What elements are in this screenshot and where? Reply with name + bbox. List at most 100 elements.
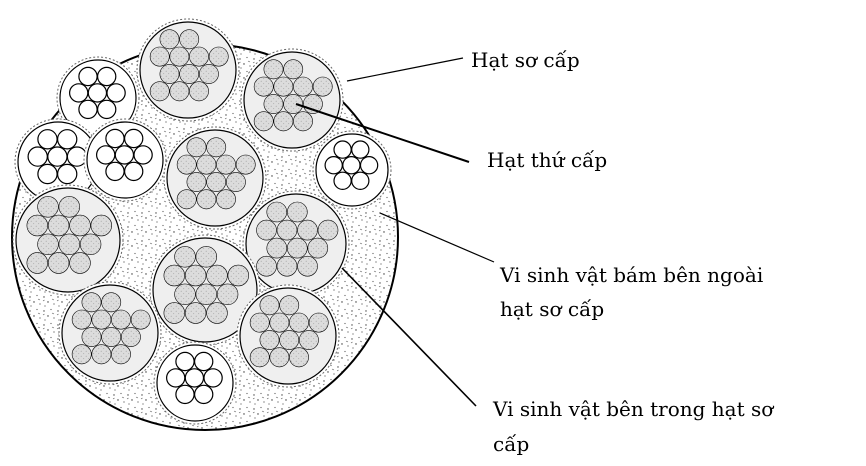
grain — [289, 348, 308, 367]
grain — [309, 313, 328, 332]
grain — [195, 385, 213, 403]
grain — [289, 313, 308, 332]
grain — [195, 352, 213, 370]
grain — [160, 64, 179, 83]
grain — [185, 369, 203, 387]
grain — [254, 77, 273, 96]
primary-particle — [313, 131, 391, 209]
grain — [299, 330, 318, 349]
grain — [80, 234, 101, 255]
grain — [79, 100, 97, 118]
grain — [361, 157, 378, 174]
grain — [38, 130, 57, 149]
grain — [270, 313, 289, 332]
grain — [177, 155, 196, 174]
grain — [70, 215, 91, 236]
grain — [79, 67, 97, 85]
grain — [88, 84, 106, 102]
grain — [38, 196, 59, 217]
primary-particle — [164, 127, 266, 229]
primary-particle — [237, 285, 339, 387]
grain — [334, 141, 351, 158]
label-primary-particle: Hạt sơ cấp — [471, 48, 580, 72]
grain — [180, 64, 199, 83]
grain — [28, 147, 47, 166]
grain — [106, 129, 124, 147]
grain — [284, 94, 303, 113]
grain — [264, 60, 283, 79]
grain — [274, 77, 293, 96]
label-secondary-particle: Hạt thứ cấp — [487, 148, 607, 172]
grain — [277, 220, 297, 240]
grain — [254, 112, 273, 131]
primary-particle — [241, 49, 343, 151]
grain — [334, 172, 351, 189]
grain — [274, 112, 293, 131]
grain — [82, 327, 101, 346]
grain — [38, 234, 59, 255]
primary-particle — [59, 282, 161, 384]
grain — [318, 220, 338, 240]
grain — [48, 215, 69, 236]
grain — [167, 369, 185, 387]
grain — [204, 369, 222, 387]
grain — [170, 47, 189, 66]
grain — [209, 47, 228, 66]
grain — [189, 82, 208, 101]
leader-line-primary-particle — [347, 58, 463, 81]
grain — [176, 385, 194, 403]
grain — [27, 253, 48, 274]
grain — [284, 60, 303, 79]
grain — [280, 296, 299, 315]
grain — [197, 190, 216, 209]
grain — [27, 215, 48, 236]
grain — [187, 138, 206, 157]
grain — [70, 84, 88, 102]
primary-particle — [154, 342, 236, 424]
grain — [150, 82, 169, 101]
grain — [72, 345, 91, 364]
grain — [91, 215, 112, 236]
grain — [260, 330, 279, 349]
grain — [287, 238, 307, 258]
grain — [207, 303, 228, 324]
grain — [175, 284, 196, 305]
grain — [199, 64, 218, 83]
primary-particle — [84, 119, 166, 201]
primary-particle — [137, 19, 239, 121]
grain — [98, 67, 116, 85]
grain — [150, 47, 169, 66]
grain — [313, 77, 332, 96]
grain — [58, 130, 77, 149]
grain — [196, 246, 217, 267]
grain — [121, 327, 140, 346]
grain — [58, 164, 77, 183]
grain — [82, 293, 101, 312]
grain — [270, 348, 289, 367]
label-inner-microbes-line1: Vi sinh vật bên trong hạt sơ — [493, 397, 773, 421]
grain — [207, 172, 226, 191]
grain — [352, 141, 369, 158]
grain — [207, 265, 228, 286]
grain — [134, 146, 152, 164]
grain — [106, 162, 124, 180]
grain — [160, 30, 179, 49]
primary-particle — [13, 185, 123, 295]
grain — [38, 164, 57, 183]
grain — [111, 345, 130, 364]
grain — [189, 47, 208, 66]
grain — [298, 256, 318, 276]
grain — [293, 77, 312, 96]
grain — [170, 82, 189, 101]
grain — [196, 284, 217, 305]
grain — [207, 138, 226, 157]
grain — [260, 296, 279, 315]
grain — [236, 155, 255, 174]
grain — [217, 284, 238, 305]
grain — [257, 220, 277, 240]
grain — [102, 327, 121, 346]
grain — [176, 352, 194, 370]
grain — [175, 246, 196, 267]
grain — [287, 202, 307, 222]
grain — [250, 313, 269, 332]
